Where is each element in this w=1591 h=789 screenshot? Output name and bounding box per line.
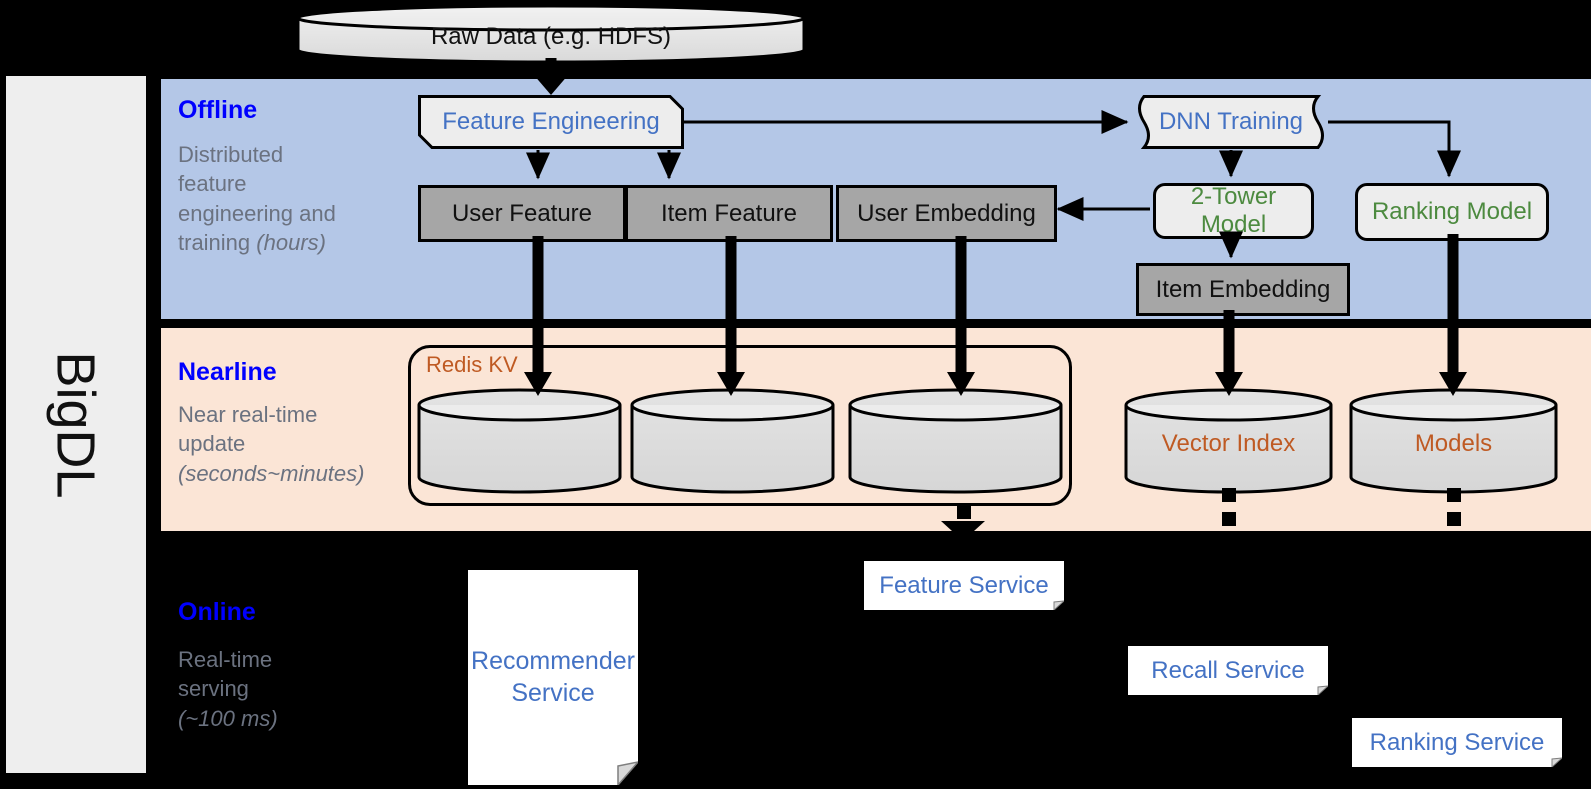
redis-store-cylinder-3[interactable] <box>848 388 1063 494</box>
vector-index-cylinder[interactable]: Vector Index <box>1124 388 1333 494</box>
item-embedding-node[interactable]: Item Embedding <box>1136 263 1350 316</box>
redis-kv-container[interactable] <box>408 345 1072 506</box>
offline-subtitle: Distributed feature engineering and trai… <box>178 140 378 257</box>
recall-service-node[interactable]: Recall Service <box>1128 646 1328 695</box>
bigdl-side-panel: BigDL <box>6 76 146 773</box>
dnn-training-node[interactable]: DNN Training <box>1134 95 1328 149</box>
user-embedding-label: User Embedding <box>857 199 1036 227</box>
bigdl-label: BigDL <box>46 350 107 499</box>
feature-engineering-node[interactable]: Feature Engineering <box>418 95 684 149</box>
online-subtitle-line-2: serving <box>178 676 249 702</box>
ranking-service-label: Ranking Service <box>1369 728 1545 756</box>
dnn-training-label: DNN Training <box>1158 108 1304 135</box>
redis-store-cylinder-2[interactable] <box>630 388 835 494</box>
recall-service-label: Recall Service <box>1151 656 1305 684</box>
offline-subtitle-italic: (hours) <box>256 229 326 255</box>
offline-subtitle-line-1: Distributed <box>178 142 284 167</box>
user-feature-label: User Feature <box>451 199 593 227</box>
item-embedding-label: Item Embedding <box>1155 275 1331 303</box>
recommender-service-label: Recommender Service <box>471 647 635 707</box>
vector-index-label: Vector Index <box>1161 429 1296 457</box>
offline-subtitle-line-3: engineering and <box>178 200 336 226</box>
nearline-title: Nearline <box>178 358 277 386</box>
ranking-model-label: Ranking Model <box>1371 198 1533 225</box>
online-subtitle-line-1: Real-time <box>178 647 273 672</box>
feature-engineering-label: Feature Engineering <box>442 108 660 135</box>
online-subtitle-italic: (~100 ms) <box>178 705 278 731</box>
offline-subtitle-line-2: feature <box>178 171 247 197</box>
models-label: Models <box>1414 429 1493 457</box>
nearline-subtitle-italic: (seconds~minutes) <box>178 460 365 486</box>
user-embedding-node[interactable]: User Embedding <box>836 185 1057 242</box>
nearline-subtitle-line-1: Near real-time <box>178 402 318 427</box>
redis-kv-label: Redis KV <box>426 352 518 377</box>
feature-service-node[interactable]: Feature Service <box>864 561 1064 610</box>
redis-store-cylinder-1[interactable] <box>417 388 622 494</box>
ranking-model-node[interactable]: Ranking Model <box>1355 183 1549 241</box>
raw-data-cylinder[interactable]: Raw Data (e.g. HDFS) <box>296 4 806 64</box>
online-subtitle: Real-time serving (~100 ms) <box>178 645 408 733</box>
offline-subtitle-line-4: training (hours) <box>178 229 326 255</box>
two-tower-model-label: 2-Tower Model <box>1190 183 1277 238</box>
nearline-subtitle-line-2: update <box>178 431 246 457</box>
raw-data-label: Raw Data (e.g. HDFS) <box>430 22 672 50</box>
feature-service-label: Feature Service <box>879 571 1049 599</box>
item-feature-node[interactable]: Item Feature <box>625 185 833 242</box>
models-cylinder[interactable]: Models <box>1349 388 1558 494</box>
ranking-service-node[interactable]: Ranking Service <box>1352 718 1562 767</box>
recommender-service-node[interactable]: Recommender Service <box>468 570 638 785</box>
two-tower-model-node[interactable]: 2-Tower Model <box>1153 183 1314 239</box>
user-feature-node[interactable]: User Feature <box>418 185 626 242</box>
online-title: Online <box>178 598 256 626</box>
item-feature-label: Item Feature <box>660 199 798 227</box>
offline-title: Offline <box>178 96 258 124</box>
nearline-subtitle: Near real-time update (seconds~minutes) <box>178 400 418 488</box>
